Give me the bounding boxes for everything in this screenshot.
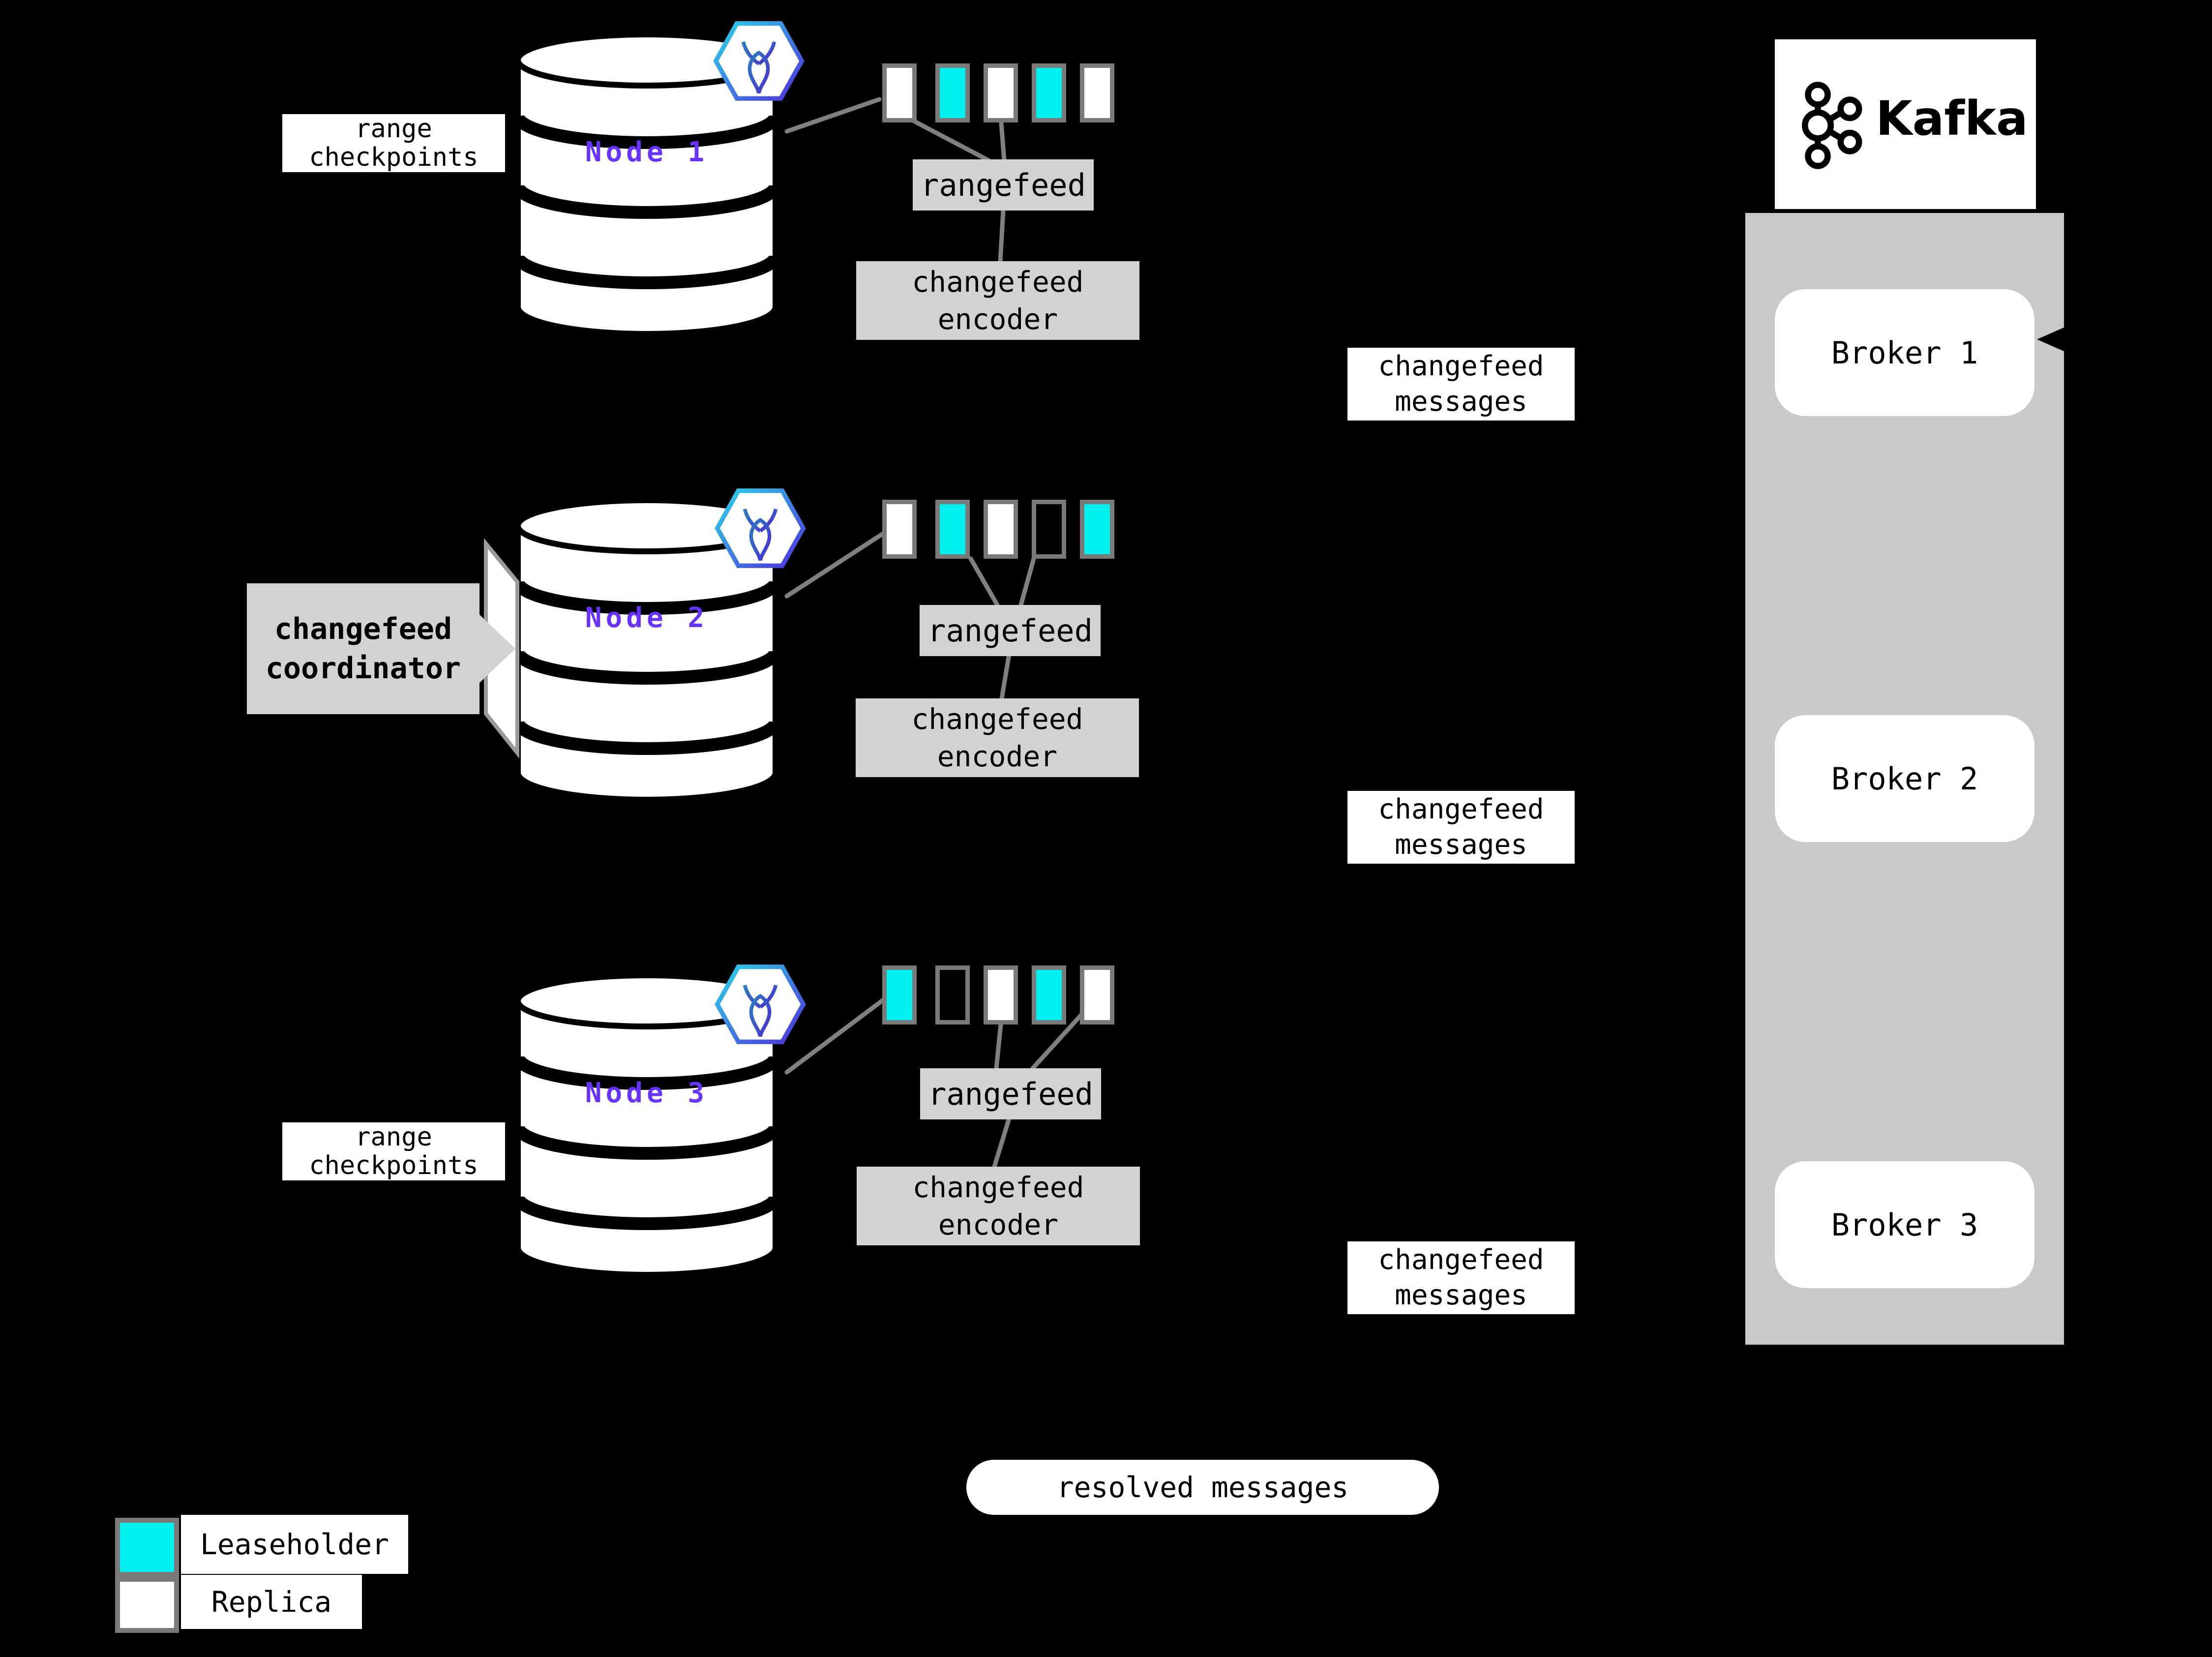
range-square: [935, 500, 970, 559]
range-checkpoints-label-top: range checkpoints: [282, 114, 505, 172]
range-square: [882, 63, 917, 122]
range-square: [984, 500, 1018, 559]
changefeed-coordinator-box: changefeed coordinator: [247, 583, 479, 714]
node1-changefeed-encoder-box: changefeed encoder: [856, 261, 1139, 340]
range-square: [984, 63, 1018, 122]
node2-changefeed-encoder-box: changefeed encoder: [856, 698, 1139, 777]
node1-rangefeed-box: rangefeed: [913, 159, 1094, 211]
kafka-broker-1: Broker 1: [1775, 289, 2034, 416]
node2-rangefeed-box: rangefeed: [920, 605, 1101, 656]
changefeed-messages-label-3: changefeed messages: [1347, 1241, 1575, 1314]
legend-replica-label: Replica: [181, 1575, 362, 1629]
range-checkpoints-label-bottom: range checkpoints: [282, 1122, 505, 1180]
kafka-broker-panel: Broker 1 Broker 2 Broker 3: [1745, 213, 2064, 1345]
range-square: [882, 500, 917, 559]
range-square: [1080, 500, 1114, 559]
range-square: [1032, 965, 1066, 1024]
legend-leaseholder-swatch: [115, 1518, 179, 1577]
kafka-wordmark: Kafka: [1876, 91, 2028, 146]
range-square: [935, 63, 970, 122]
changefeed-messages-label-2: changefeed messages: [1347, 791, 1575, 864]
range-square: [1080, 965, 1114, 1024]
cockroachdb-logo-icon: [715, 487, 806, 570]
range-square: [1080, 63, 1114, 122]
kafka-broker-2: Broker 2: [1775, 715, 2034, 842]
node1-database-cylinder: Node 1: [515, 32, 778, 336]
range-square: [984, 965, 1018, 1024]
arrowhead-into-broker1: [2037, 322, 2077, 357]
kafka-logo-icon: [1802, 82, 1862, 169]
node3-label: Node 3: [585, 1077, 709, 1109]
range-square: [935, 965, 970, 1024]
node1-label: Node 1: [585, 136, 709, 168]
changefeed-messages-label-1: changefeed messages: [1347, 348, 1575, 421]
node2-database-cylinder: Node 2: [515, 498, 778, 802]
range-square: [1032, 500, 1066, 559]
range-square: [882, 965, 917, 1024]
legend-replica-swatch: [115, 1577, 179, 1633]
range-square: [1032, 63, 1066, 122]
node3-changefeed-encoder-box: changefeed encoder: [857, 1167, 1140, 1245]
coordinator-pointer: [477, 612, 515, 685]
node3-database-cylinder: Node 3: [515, 973, 778, 1277]
cockroachdb-logo-icon: [713, 20, 805, 102]
node2-label: Node 2: [585, 602, 709, 634]
legend-leaseholder-label: Leaseholder: [181, 1515, 408, 1574]
kafka-header: Kafka: [1775, 39, 2036, 209]
resolved-messages-pill: resolved messages: [966, 1460, 1439, 1515]
kafka-broker-3: Broker 3: [1775, 1161, 2034, 1288]
cockroachdb-logo-icon: [715, 963, 806, 1046]
node3-rangefeed-box: rangefeed: [920, 1068, 1101, 1119]
